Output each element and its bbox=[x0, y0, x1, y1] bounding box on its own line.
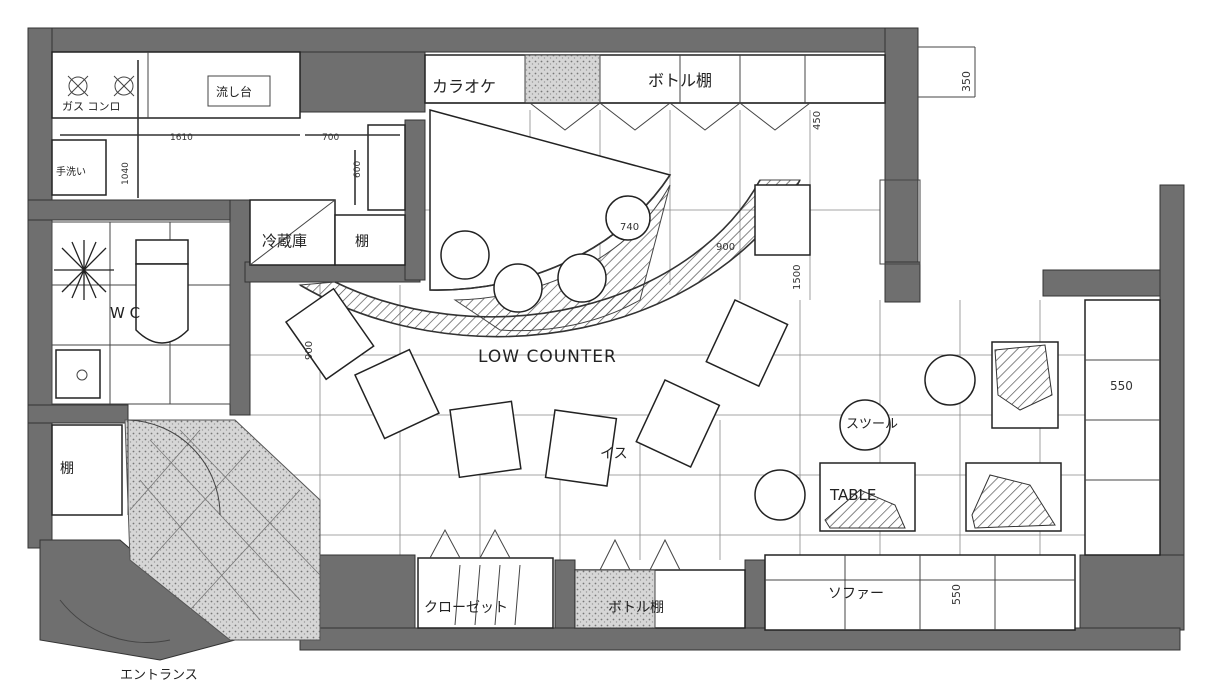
dim-600: 600 bbox=[353, 161, 363, 178]
label-wc: W C bbox=[110, 304, 140, 322]
right-column bbox=[879, 179, 921, 265]
dim-1500: 1500 bbox=[792, 265, 803, 290]
walls bbox=[27, 27, 1185, 661]
dim-1040: 1040 bbox=[121, 162, 131, 185]
label-table: TABLE bbox=[829, 486, 876, 504]
counter-chairs bbox=[284, 184, 811, 487]
entrance-floor bbox=[124, 419, 321, 641]
entrance-door-swing bbox=[127, 419, 221, 516]
right-bench bbox=[1084, 299, 1161, 556]
dim-450-top: 450 bbox=[812, 111, 823, 130]
label-chair: イス bbox=[600, 446, 628, 462]
dim-550-right: 550 bbox=[1110, 379, 1133, 393]
label-closet: クローゼット bbox=[424, 600, 508, 616]
dim-900: 900 bbox=[304, 341, 315, 360]
label-hand-wash: 手洗い bbox=[56, 165, 86, 178]
plant-icon bbox=[54, 240, 114, 300]
label-left-shelf: 棚 bbox=[60, 461, 74, 477]
dim-350: 350 bbox=[960, 71, 973, 92]
dim-700: 700 bbox=[322, 133, 339, 143]
label-sofa: ソファー bbox=[828, 586, 884, 602]
top-cabinets bbox=[424, 54, 886, 131]
dim-900b: 900 bbox=[716, 242, 735, 253]
label-kitchen-shelf: 棚 bbox=[355, 234, 369, 250]
lounge-stools bbox=[754, 354, 976, 521]
dim-1610: 1610 bbox=[170, 133, 193, 143]
top-right-dimension bbox=[918, 46, 976, 98]
bottom-furniture bbox=[417, 528, 1076, 631]
label-low-counter: LOW COUNTER bbox=[478, 347, 617, 367]
label-sink: 流し台 bbox=[216, 84, 252, 99]
label-fridge: 冷蔵庫 bbox=[262, 232, 307, 250]
label-gas-stove: ガス コンロ bbox=[62, 100, 121, 113]
entrance-floor-grid bbox=[129, 429, 321, 621]
entrance-door-swing-2 bbox=[59, 599, 171, 643]
lounge-tables bbox=[819, 341, 1062, 532]
kitchen bbox=[51, 51, 406, 266]
label-stool: スツール bbox=[846, 417, 898, 432]
bar-stools bbox=[440, 195, 651, 313]
dim-550-sofa: 550 bbox=[950, 584, 963, 605]
wc-room bbox=[51, 221, 231, 405]
label-bottle-shelf-top: ボトル棚 bbox=[648, 71, 712, 90]
left-shelf bbox=[51, 424, 123, 516]
label-bottle-shelf-bottom: ボトル棚 bbox=[608, 600, 664, 616]
label-karaoke: カラオケ bbox=[432, 77, 496, 96]
dim-740: 740 bbox=[620, 222, 639, 233]
label-entrance: エントランス bbox=[120, 668, 198, 683]
